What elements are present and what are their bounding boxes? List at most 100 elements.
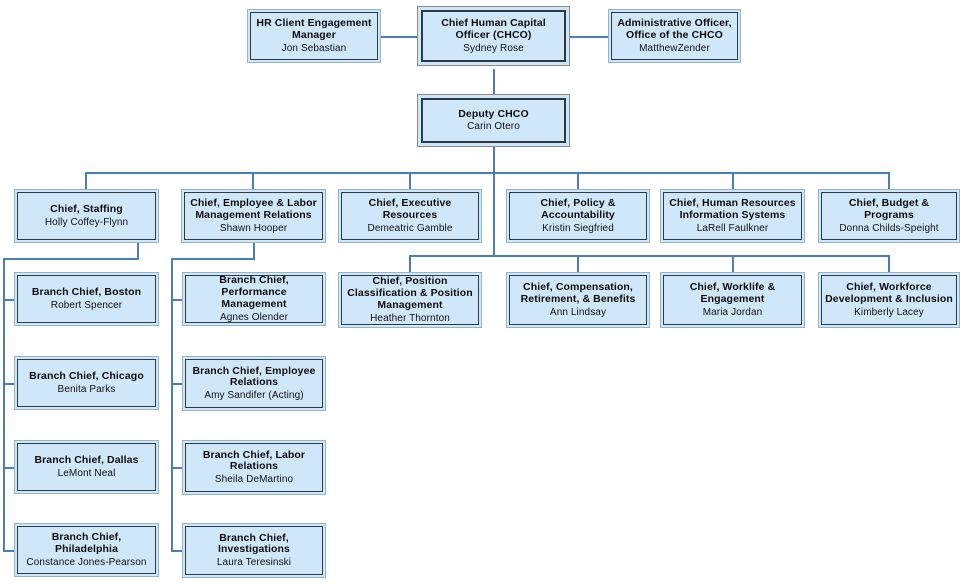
- node-inner: Branch Chief, Philadelphia Constance Jon…: [17, 526, 156, 574]
- node-inner: Chief, Workforce Development & Inclusion…: [821, 275, 957, 325]
- node-chief-compensation-retirement-benefits[interactable]: Chief, Compensation, Retirement, & Benef…: [506, 272, 650, 328]
- node-title: HR Client Engagement Manager: [256, 17, 372, 41]
- node-person: Kimberly Lacey: [854, 306, 924, 318]
- connector-employee-labor-down: [253, 243, 255, 259]
- node-person: Maria Jordan: [702, 306, 763, 318]
- connector-row4-bus: [409, 255, 889, 257]
- connector-stub-philadelphia: [3, 550, 15, 552]
- connector-stub-investigations: [171, 550, 182, 552]
- node-chief-staffing[interactable]: Chief, Staffing Holly Coffey-Flynn: [14, 189, 159, 243]
- node-person: Kristin Siegfried: [542, 222, 614, 234]
- connector-deputy-trunk-lower: [493, 172, 495, 256]
- node-title: Chief, Executive Resources: [368, 197, 452, 221]
- connector-stub-dallas: [3, 467, 15, 469]
- node-deputy-chco[interactable]: Deputy CHCO Carin Otero: [417, 94, 570, 147]
- connector-staffing-down: [137, 243, 139, 259]
- node-inner: Branch Chief, Performance Management Agn…: [185, 274, 323, 323]
- node-person: Benita Parks: [57, 383, 116, 395]
- node-branch-chief-performance-management[interactable]: Branch Chief, Performance Management Agn…: [182, 272, 326, 326]
- node-branch-chief-boston[interactable]: Branch Chief, Boston Robert Spencer: [14, 272, 159, 326]
- node-inner: Administrative Officer, Office of the CH…: [611, 12, 738, 60]
- connector-stub-employee-relations: [171, 383, 182, 385]
- node-chief-workforce-development-inclusion[interactable]: Chief, Workforce Development & Inclusion…: [818, 272, 960, 328]
- node-person: Donna Childs-Speight: [839, 222, 939, 234]
- node-title: Chief, Employee & Labor Management Relat…: [190, 197, 317, 221]
- node-chief-policy-accountability[interactable]: Chief, Policy & Accountability Kristin S…: [506, 189, 650, 243]
- node-title: Branch Chief, Dallas: [34, 454, 139, 467]
- node-branch-chief-chicago[interactable]: Branch Chief, Chicago Benita Parks: [14, 356, 159, 410]
- connector-staffing-trunk: [3, 258, 5, 550]
- node-inner: Branch Chief, Investigations Laura Teres…: [185, 526, 323, 575]
- node-branch-chief-labor-relations[interactable]: Branch Chief, Labor Relations Sheila DeM…: [182, 440, 326, 495]
- node-inner: Chief, Worklife & Engagement Maria Jorda…: [663, 275, 802, 325]
- node-inner: HR Client Engagement Manager Jon Sebasti…: [250, 12, 378, 60]
- node-title: Chief, Policy & Accountability: [540, 197, 616, 221]
- node-chief-human-capital-officer[interactable]: Chief Human Capital Officer (CHCO) Sydne…: [417, 6, 570, 66]
- node-title: Chief, Worklife & Engagement: [689, 281, 776, 305]
- node-title: Branch Chief, Investigations: [218, 531, 290, 556]
- node-title: Branch Chief, Labor Relations: [202, 448, 306, 473]
- connector-row3-bus: [85, 172, 889, 174]
- node-title: Branch Chief, Employee Relations: [192, 364, 316, 389]
- node-inner: Branch Chief, Boston Robert Spencer: [17, 275, 156, 323]
- connector-drop-compensation: [577, 255, 579, 272]
- connector-stub-labor-relations: [171, 467, 182, 469]
- node-title: Chief, Human Resources Information Syste…: [669, 197, 796, 221]
- node-title: Chief, Budget & Programs: [848, 197, 930, 221]
- node-title: Branch Chief, Performance Management: [219, 274, 289, 310]
- node-inner: Chief, Position Classification & Positio…: [341, 275, 479, 325]
- node-person: LeMont Neal: [57, 467, 116, 479]
- node-inner: Branch Chief, Dallas LeMont Neal: [17, 443, 156, 491]
- node-branch-chief-employee-relations[interactable]: Branch Chief, Employee Relations Amy San…: [182, 356, 326, 411]
- node-chief-executive-resources[interactable]: Chief, Executive Resources Demeatric Gam…: [338, 189, 482, 243]
- node-chief-budget-programs[interactable]: Chief, Budget & Programs Donna Childs-Sp…: [818, 189, 960, 243]
- node-branch-chief-investigations[interactable]: Branch Chief, Investigations Laura Teres…: [182, 523, 326, 578]
- node-person: Ann Lindsay: [549, 306, 607, 318]
- node-inner: Branch Chief, Chicago Benita Parks: [17, 359, 156, 407]
- connector-drop-employee-labor: [252, 172, 254, 190]
- node-inner: Chief, Human Resources Information Syste…: [663, 192, 802, 240]
- node-inner: Branch Chief, Labor Relations Sheila DeM…: [185, 443, 323, 492]
- node-title: Deputy CHCO: [458, 107, 529, 120]
- node-person: Sydney Rose: [463, 42, 524, 54]
- connector-hr-client-to-chco: [380, 36, 427, 38]
- connector-employee-labor-trunk: [171, 258, 173, 550]
- node-inner: Chief, Employee & Labor Management Relat…: [184, 192, 323, 240]
- node-inner: Chief, Budget & Programs Donna Childs-Sp…: [821, 192, 957, 240]
- node-person: Robert Spencer: [50, 299, 123, 311]
- connector-drop-workforce-dev: [888, 255, 890, 272]
- node-hr-client-engagement-manager[interactable]: HR Client Engagement Manager Jon Sebasti…: [247, 9, 381, 63]
- node-person: MatthewZender: [639, 42, 710, 54]
- connector-drop-position-classification: [409, 255, 411, 272]
- node-person: Sheila DeMartino: [214, 474, 294, 486]
- node-inner: Chief, Staffing Holly Coffey-Flynn: [17, 192, 156, 240]
- node-branch-chief-philadelphia[interactable]: Branch Chief, Philadelphia Constance Jon…: [14, 523, 159, 577]
- node-title: Branch Chief, Chicago: [29, 370, 144, 383]
- connector-chco-to-admin-officer: [562, 36, 609, 38]
- node-person: Constance Jones-Pearson: [26, 556, 147, 568]
- connector-staffing-to-trunk: [3, 258, 139, 260]
- node-inner: Chief Human Capital Officer (CHCO) Sydne…: [421, 10, 566, 62]
- node-person: Holly Coffey-Flynn: [44, 216, 129, 228]
- node-title: Administrative Officer, Office of the CH…: [617, 17, 732, 41]
- node-title: Chief, Compensation, Retirement, & Benef…: [520, 281, 636, 305]
- node-branch-chief-dallas[interactable]: Branch Chief, Dallas LeMont Neal: [14, 440, 159, 494]
- node-person: Jon Sebastian: [281, 42, 347, 54]
- connector-drop-worklife: [732, 255, 734, 272]
- node-administrative-officer[interactable]: Administrative Officer, Office of the CH…: [608, 9, 741, 63]
- node-chief-position-classification-management[interactable]: Chief, Position Classification & Positio…: [338, 272, 482, 328]
- connector-stub-performance-mgmt: [171, 299, 182, 301]
- connector-drop-policy: [577, 172, 579, 190]
- connector-employee-labor-to-trunk: [171, 258, 255, 260]
- node-title: Chief, Staffing: [50, 203, 123, 216]
- node-title: Branch Chief, Philadelphia: [51, 531, 122, 555]
- node-chief-human-resources-information-systems[interactable]: Chief, Human Resources Information Syste…: [660, 189, 805, 243]
- connector-drop-budget: [888, 172, 890, 190]
- node-inner: Branch Chief, Employee Relations Amy San…: [185, 359, 323, 408]
- node-person: Laura Teresinski: [216, 557, 292, 569]
- node-chief-worklife-engagement[interactable]: Chief, Worklife & Engagement Maria Jorda…: [660, 272, 805, 328]
- node-person: Shawn Hooper: [219, 222, 288, 234]
- node-chief-employee-labor-management-relations[interactable]: Chief, Employee & Labor Management Relat…: [181, 189, 326, 243]
- connector-stub-chicago: [3, 383, 15, 385]
